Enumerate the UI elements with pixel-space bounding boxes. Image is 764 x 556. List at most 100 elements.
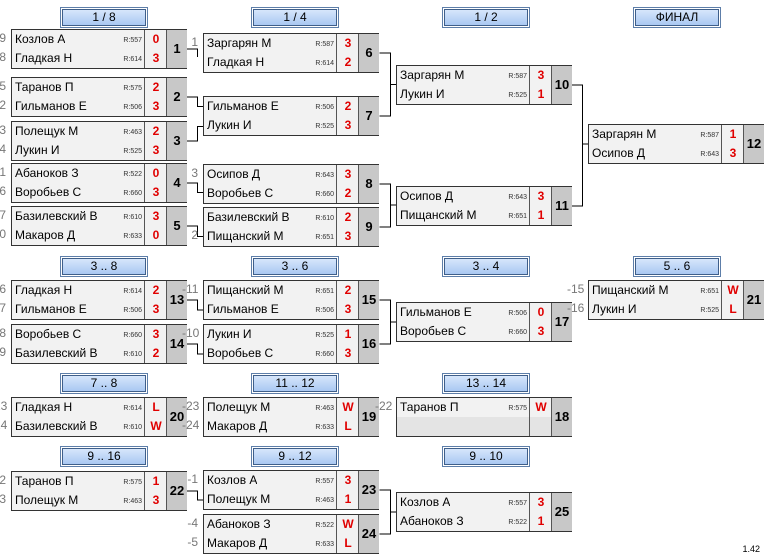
player-name: Гладкая Н xyxy=(15,283,73,297)
seed-number: 2 xyxy=(191,228,198,242)
match-number: 8 xyxy=(358,165,379,203)
seed-number: -23 xyxy=(182,399,200,413)
player-name: Полещук М xyxy=(15,493,79,507)
player-rating: R:660 xyxy=(315,351,334,358)
match-number: 10 xyxy=(551,66,572,104)
player-rating: R:614 xyxy=(123,56,142,63)
player-row[interactable] xyxy=(397,417,529,436)
seed-number: 8 xyxy=(0,50,6,64)
seed-number: -8 xyxy=(0,326,6,340)
player-rating: R:506 xyxy=(315,307,334,314)
player-score: 3 xyxy=(144,300,167,319)
seed-number: -11 xyxy=(182,282,199,296)
round-header-1-4: 1 / 4 xyxy=(253,9,337,26)
match-number: 21 xyxy=(743,281,764,319)
player-rating: R:463 xyxy=(315,497,334,504)
seed-number: 9 xyxy=(0,31,6,45)
seed-number: 4 xyxy=(0,142,6,156)
match-number: 17 xyxy=(551,303,572,341)
player-score: 3 xyxy=(336,471,359,491)
player-score: W xyxy=(721,281,744,301)
player-score: 1 xyxy=(529,206,552,225)
seed-number: 7 xyxy=(0,208,6,222)
round-header-9-16: 9 .. 16 xyxy=(62,448,146,465)
seed-number: 11 xyxy=(0,165,6,179)
